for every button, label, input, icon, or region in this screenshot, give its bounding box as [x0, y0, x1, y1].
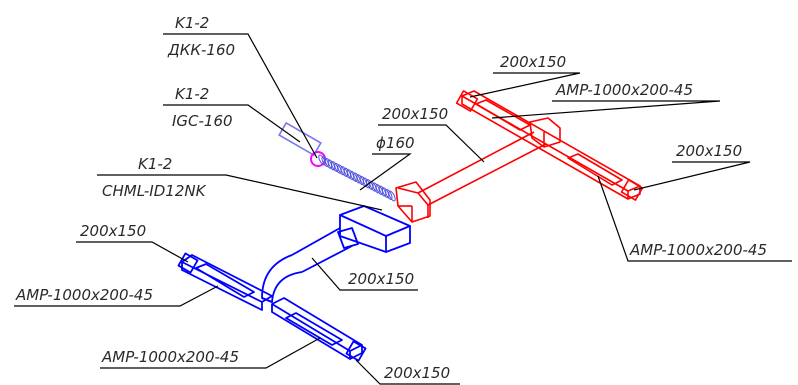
label-200x150-blue-mid: 200x150 [348, 270, 414, 288]
red-main-edge [417, 192, 429, 206]
label-200x150-blue-left: 200x150 [80, 222, 146, 240]
label-amp-blue-bottom: AMP-1000x200-45 [101, 348, 239, 366]
flex-duct-ring [388, 190, 396, 202]
label-200x150-red-mid: 200x150 [382, 105, 448, 123]
blue-end-cap-lower [345, 340, 367, 362]
leader-blue-mid [311, 257, 418, 291]
blue-grille-lower [285, 312, 343, 346]
label-dkk-160: ДКК-160 [167, 41, 235, 59]
leader-red-right [633, 161, 751, 191]
label-chml: CHML-ID12NK [102, 182, 207, 200]
leader-amp-blue-bottom [100, 337, 321, 369]
label-200x150-blue-bottom: 200x150 [384, 364, 450, 382]
leader-lines [14, 33, 792, 385]
red-main-duct-lower [427, 143, 547, 218]
blue-grille-upper [195, 263, 255, 298]
blue-neck [337, 227, 359, 249]
leader-phi [359, 153, 412, 191]
leader-amp-blue-left [14, 285, 219, 307]
leader-chml [97, 174, 383, 211]
blue-plenum-top [339, 205, 411, 237]
flex-duct-coil [318, 154, 396, 202]
leader-amp-red-top [491, 100, 721, 119]
leader-dkk [163, 33, 318, 159]
blue-end-cap-upper [177, 252, 199, 274]
label-amp-red-bottom: AMP-1000x200-45 [629, 241, 767, 259]
blue-duct-system [177, 205, 411, 362]
red-branch-duct-top [461, 90, 641, 192]
blue-branch-upper-top [181, 254, 273, 303]
labels: K1-2 ДКК-160 K1-2 IGC-160 K1-2 CHML-ID12… [15, 14, 767, 382]
red-end-cap-left [455, 90, 479, 112]
damper-ring [310, 151, 326, 167]
red-grille-upper [475, 99, 531, 131]
red-grilles [475, 99, 623, 186]
leader-igc [163, 104, 301, 143]
label-200x150-red-right: 200x150 [676, 142, 742, 160]
red-end-cap-right [620, 179, 644, 201]
label-k1-2-b: K1-2 [175, 85, 209, 103]
blue-branch-upper-side [181, 262, 263, 311]
label-k1-2-a: K1-2 [175, 14, 209, 32]
red-tee-box [529, 117, 561, 148]
label-phi160: ϕ160 [376, 134, 415, 152]
leader-amp-red-bottom [597, 175, 792, 262]
label-amp-blue-left: AMP-1000x200-45 [15, 286, 153, 304]
blue-duct-upper [291, 227, 341, 256]
leader-red-top [469, 72, 581, 98]
label-200x150-red-top: 200x150 [500, 53, 566, 71]
red-duct-system [395, 90, 644, 223]
leader-red-mid [378, 124, 485, 163]
label-igc-160: IGC-160 [172, 112, 233, 130]
label-amp-red-top: AMP-1000x200-45 [555, 81, 693, 99]
blue-duct-lower [301, 245, 353, 273]
red-grille-lower [567, 153, 623, 186]
label-k1-2-c: K1-2 [138, 155, 172, 173]
leader-blue-bottom [355, 359, 460, 385]
leader-blue-left [76, 241, 189, 263]
